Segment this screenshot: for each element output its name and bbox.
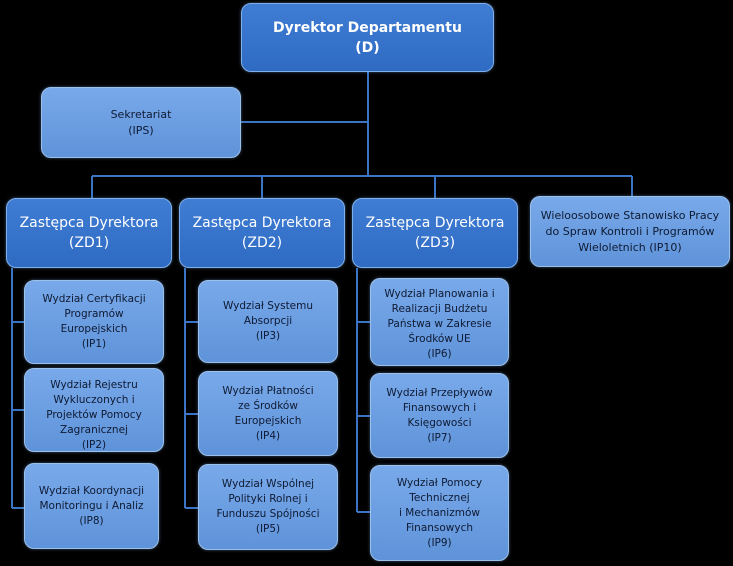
multi-post-line: Wieloletnich (IP10) [578,240,682,254]
secretariat-code: (IPS) [128,123,154,137]
deputy-title: Zastępca Dyrektora [192,215,332,231]
unit-line: Absorpcji [243,315,293,327]
director-code: (D) [355,39,380,56]
unit-line: (IP2) [81,439,107,451]
unit-line: Europejskich [60,323,128,335]
unit-line: Programów [64,308,124,320]
unit-line: Monitoringu i Analiz [39,499,144,512]
unit-line: Funduszu Spójności [216,508,320,520]
unit-line: Projektów Pomocy [46,409,142,421]
deputy-title: Zastępca Dyrektora [365,215,505,231]
unit-line: Środków UE [408,333,471,345]
deputy-box-zd3: Zastępca Dyrektora (ZD3) [352,198,518,268]
director-title: Dyrektor Departamentu [273,19,462,36]
unit-line: ze Środków [238,399,298,412]
deputy-box-zd2: Zastępca Dyrektora (ZD2) [179,198,345,268]
unit-line: Realizacji Budżetu [391,303,488,315]
director-box: Dyrektor Departamentu (D) [241,3,494,72]
deputy-code: (ZD3) [414,235,456,251]
unit-line: (IP3) [255,330,281,342]
unit-line: (IP4) [255,429,281,442]
unit-box-ip2: Wydział Rejestru Wykluczonych i Projektó… [24,368,164,452]
secretariat-box: Sekretariat (IPS) [41,87,241,158]
unit-line: (IP9) [427,536,452,549]
unit-line: (IP5) [255,523,281,535]
unit-box-ip4: Wydział Płatności ze Środków Europejskic… [198,371,338,456]
unit-box-ip8: Wydział Koordynacji Monitoringu i Analiz… [24,463,159,549]
deputy-box-zd1: Zastępca Dyrektora (ZD1) [6,198,172,268]
unit-box-ip3: Wydział Systemu Absorpcji (IP3) [198,280,338,363]
deputy-code: (ZD2) [241,235,283,251]
unit-line: Wykluczonych i [53,394,135,406]
unit-line: Technicznej [409,491,470,504]
secretariat-title: Sekretariat [110,107,172,121]
deputy-code: (ZD1) [68,235,110,251]
unit-line: Wydział Płatności [222,384,314,397]
unit-box-ip1: Wydział Certyfikacji Programów Europejsk… [24,280,164,364]
unit-line: i Mechanizmów [399,506,480,519]
unit-line: Państwa w Zakresie [387,318,492,330]
unit-line: (IP7) [427,431,452,444]
unit-line: Wydział Przepływów [386,386,493,399]
unit-box-ip5: Wydział Wspólnej Polityki Rolnej i Fundu… [198,464,338,550]
unit-line: Wydział Wspólnej [221,478,315,490]
unit-line: Zagranicznej [60,424,128,436]
unit-line: Wydział Koordynacji [38,484,145,497]
unit-box-ip6: Wydział Planowania i Realizacji Budżetu … [370,278,509,366]
unit-line: Wydział Planowania i [384,288,495,300]
unit-line: Polityki Rolnej i [228,493,308,505]
unit-line: Finansowych [405,521,474,534]
unit-box-ip9: Wydział Pomocy Technicznej i Mechanizmów… [370,465,509,561]
unit-line: Wydział Rejestru [50,379,138,391]
unit-box-ip7: Wydział Przepływów Finansowych i Księgow… [370,373,509,458]
unit-line: (IP8) [79,514,104,527]
unit-line: (IP6) [427,348,452,360]
multi-post-line: Wieloosobowe Stanowisko Pracy [540,208,720,222]
unit-line: Europejskich [234,414,302,427]
unit-line: Wydział Certyfikacji [42,293,146,305]
multi-post-box: Wieloosobowe Stanowisko Pracy do Spraw K… [530,196,730,267]
unit-line: Wydział Pomocy [396,476,483,489]
multi-post-line: do Spraw Kontroli i Programów [545,224,715,238]
unit-line: (IP1) [81,338,107,350]
unit-line: Wydział Systemu [222,300,314,312]
unit-line: Finansowych i [402,401,477,414]
unit-line: Księgowości [407,416,472,429]
deputy-title: Zastępca Dyrektora [19,215,159,231]
